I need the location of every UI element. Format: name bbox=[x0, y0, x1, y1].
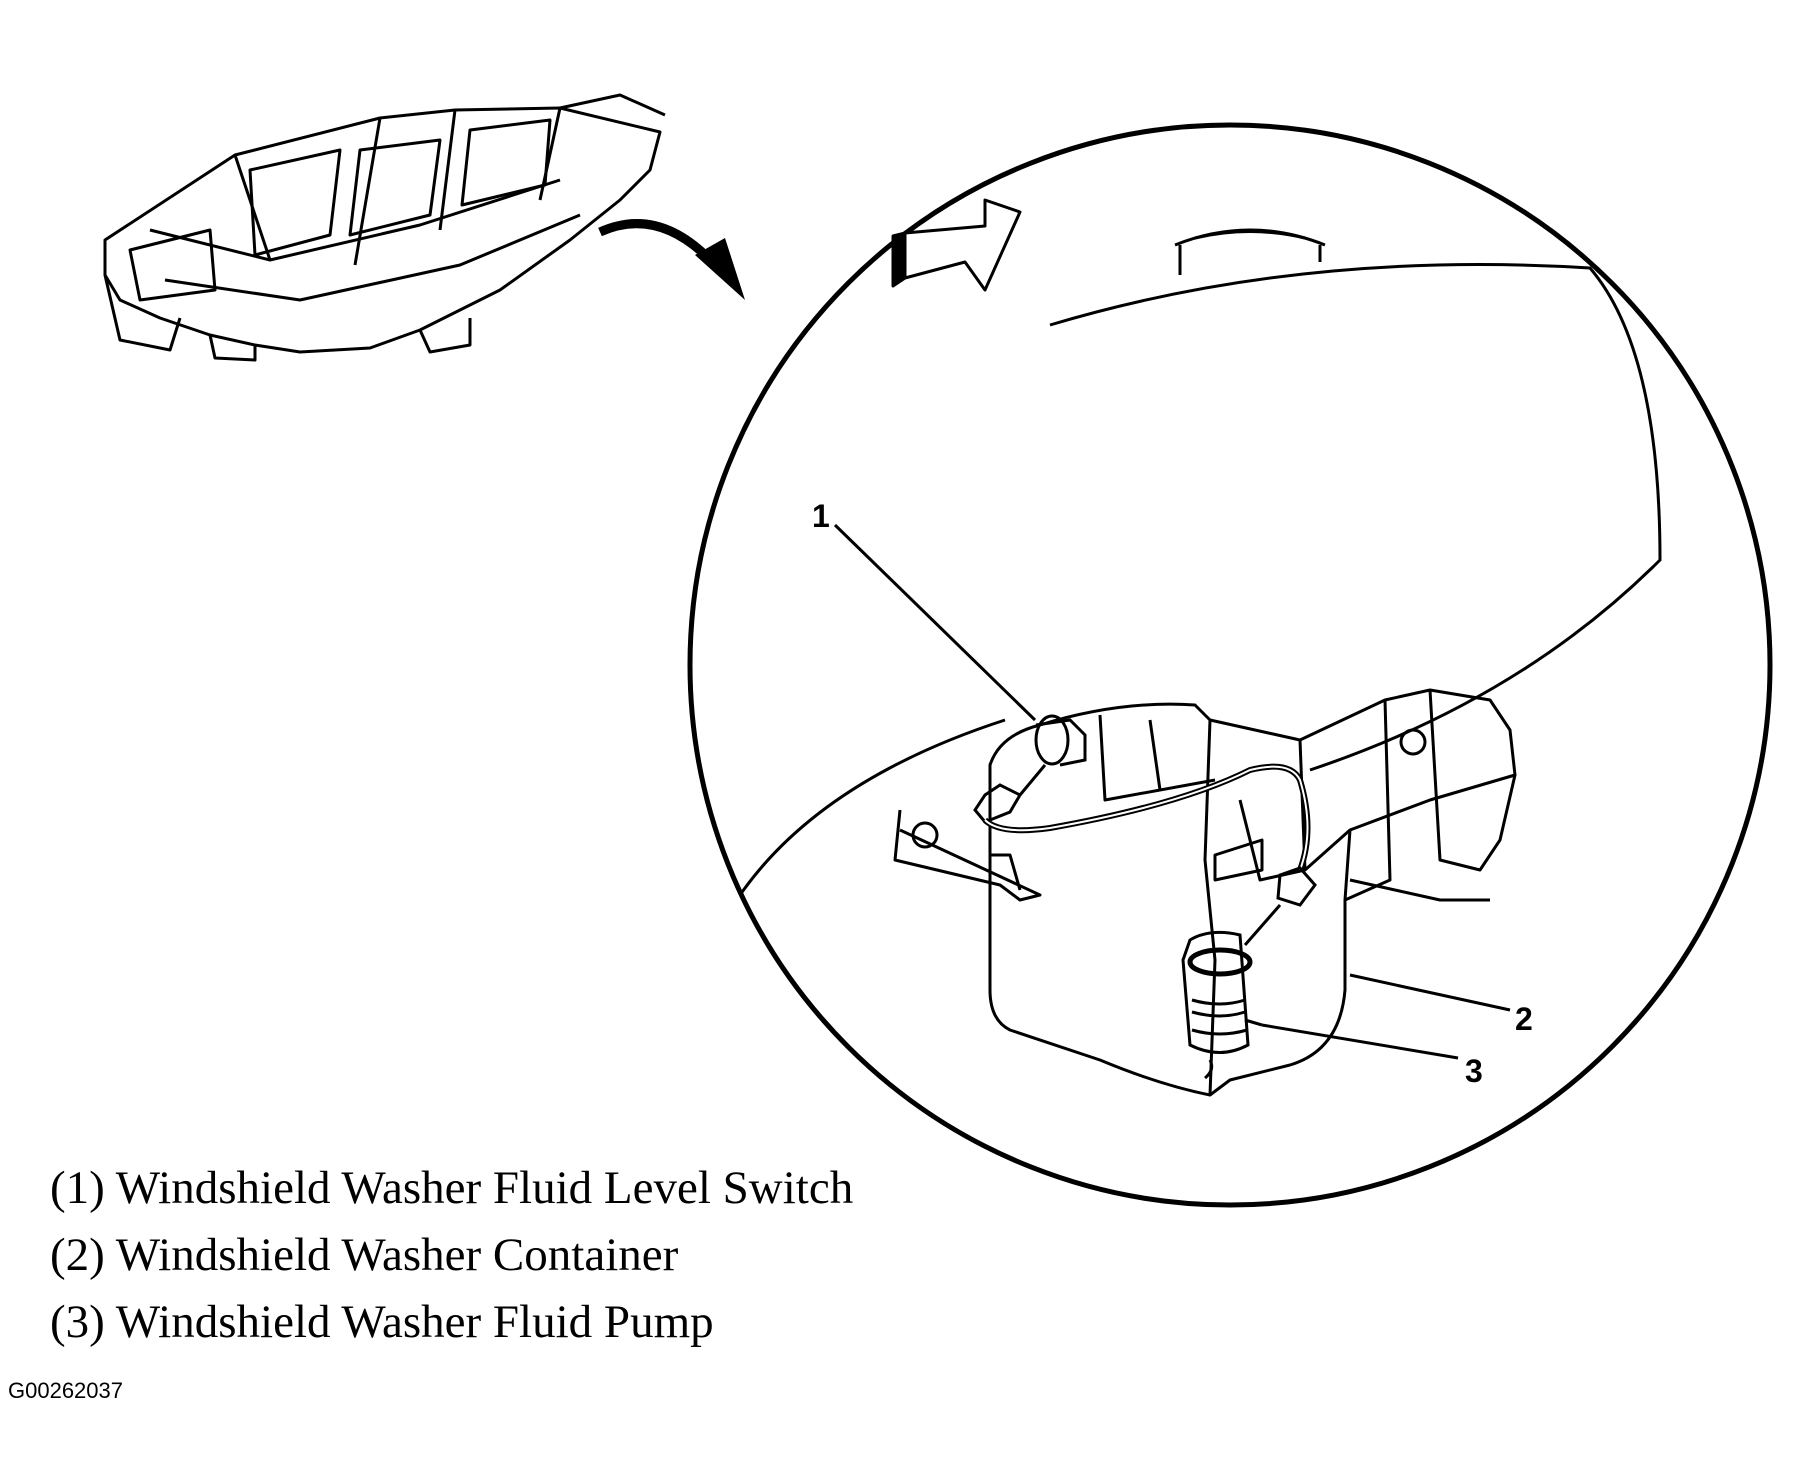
body-panel-outline bbox=[1049, 263, 1662, 772]
fender-line bbox=[738, 718, 1006, 896]
forward-arrow-icon bbox=[891, 198, 1022, 292]
legend-item-container: (2) Windshield Washer Container bbox=[50, 1229, 679, 1281]
detail-circle bbox=[687, 122, 1773, 1208]
vehicle-body-icon bbox=[103, 93, 666, 362]
washer-fluid-pump bbox=[1181, 930, 1263, 1080]
reservoir-cap bbox=[1174, 228, 1326, 275]
direction-arrow-icon bbox=[598, 219, 745, 300]
figure-code: G00262037 bbox=[8, 1378, 123, 1403]
callout-1: 1 bbox=[812, 498, 830, 534]
leader-line-1 bbox=[833, 523, 1037, 722]
pump-connector bbox=[1243, 866, 1317, 946]
component-legend: (1) Windshield Washer Fluid Level Switch… bbox=[50, 1155, 853, 1356]
callout-3: 3 bbox=[1465, 1053, 1483, 1089]
leader-line-3 bbox=[1261, 1023, 1459, 1060]
leader-line-2 bbox=[1349, 973, 1511, 1012]
wiring-harness-inner bbox=[984, 765, 1309, 871]
wiring-harness bbox=[982, 763, 1311, 872]
legend-item-level-switch: (1) Windshield Washer Fluid Level Switch bbox=[50, 1162, 854, 1214]
leader-lines bbox=[833, 523, 1511, 1060]
fluid-level-switch bbox=[973, 714, 1087, 824]
callout-2: 2 bbox=[1515, 1001, 1533, 1037]
legend-item-pump: (3) Windshield Washer Fluid Pump bbox=[50, 1296, 714, 1348]
